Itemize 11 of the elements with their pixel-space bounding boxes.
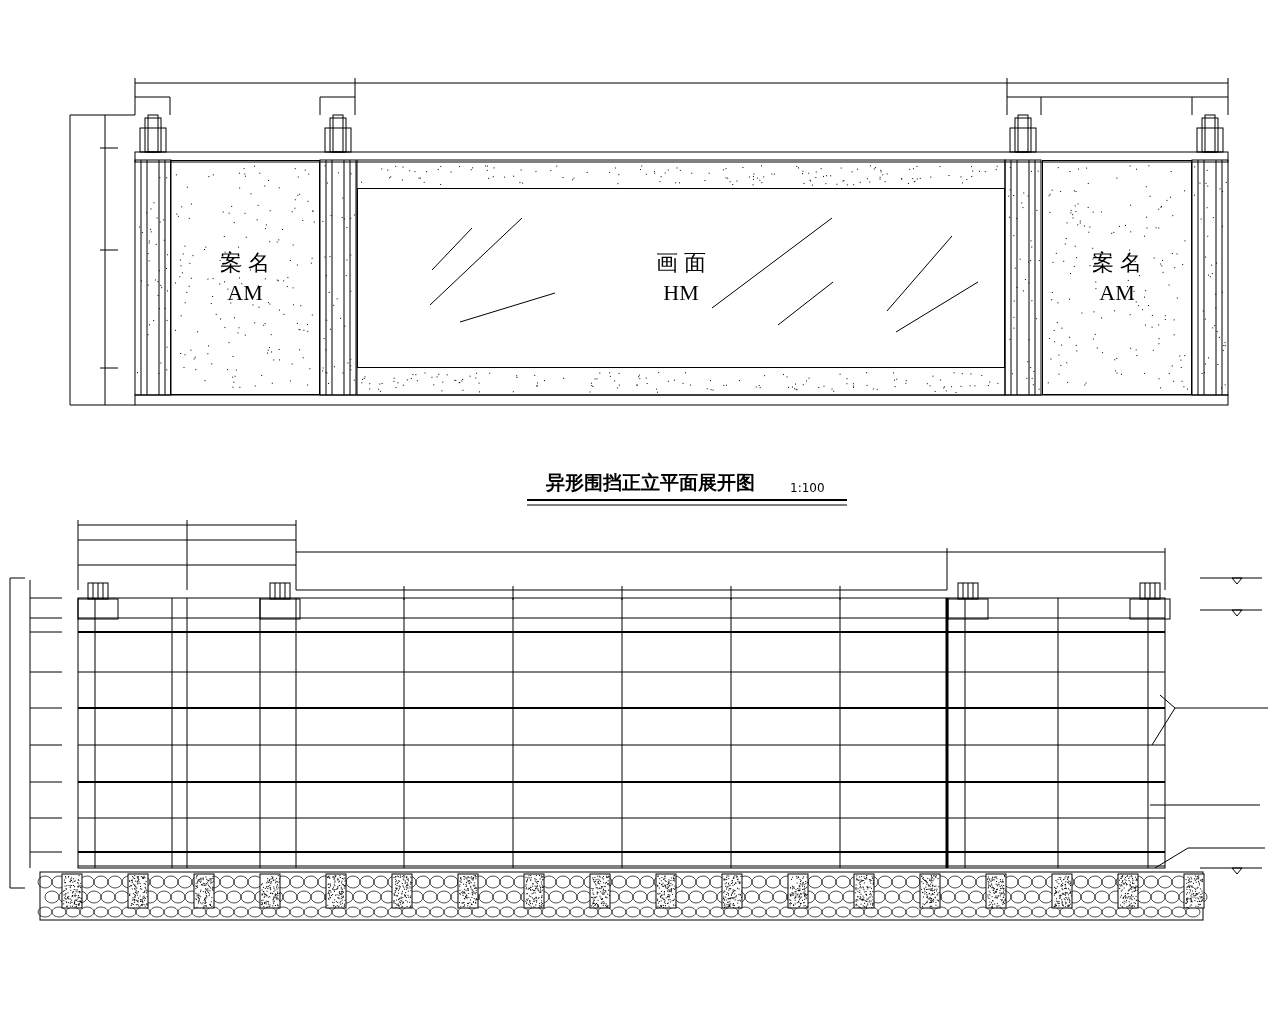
panel-label: 案 名 [1092, 248, 1142, 277]
panel-label: AM [227, 278, 263, 307]
panel-label: AM [1099, 278, 1135, 307]
drawing-title: 异形围挡正立平面展开图 [546, 470, 755, 495]
name-panel [1042, 160, 1192, 395]
panel-label: 案 名 [220, 248, 270, 277]
display-window [357, 188, 1005, 368]
name-panel [170, 160, 320, 395]
panel-label: 画 面 [656, 249, 706, 277]
scale-label: 1:100 [790, 481, 825, 495]
panel-label: HM [663, 279, 699, 307]
